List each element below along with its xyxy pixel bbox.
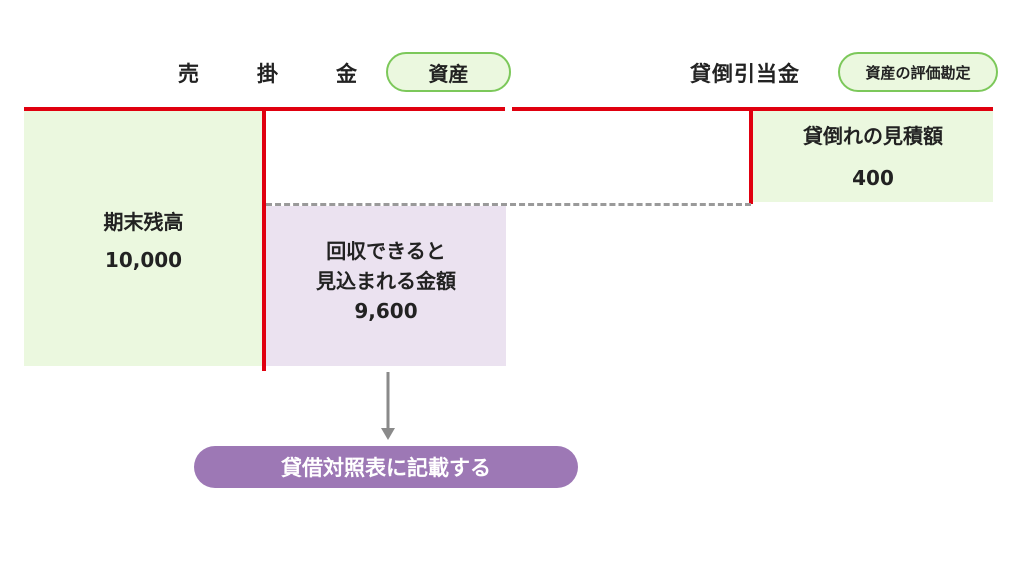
title-char: 掛 xyxy=(257,62,279,86)
ending-balance-cell: 期末残高 10,000 xyxy=(24,111,263,366)
left-account-title: 売 掛 金 xyxy=(178,58,358,88)
right-account-title: 貸倒引当金 xyxy=(690,62,800,86)
arrow-down-icon xyxy=(381,372,395,440)
bad-debt-estimate-value: 400 xyxy=(852,166,894,190)
valuation-badge: 資産の評価勘定 xyxy=(838,52,998,92)
bad-debt-estimate-cell: 貸倒れの見積額 400 xyxy=(753,111,993,202)
right-t-account-center-line xyxy=(749,109,753,204)
net-amount-cell: 回収できると 見込まれる金額 9,600 xyxy=(266,206,506,366)
left-t-account-center-line xyxy=(262,109,266,371)
asset-badge: 資産 xyxy=(386,52,511,92)
title-char: 金 xyxy=(336,62,358,86)
ending-balance-value: 10,000 xyxy=(104,248,183,272)
net-value: 9,600 xyxy=(354,299,418,323)
balance-sheet-pill: 貸借対照表に記載する xyxy=(194,446,578,488)
title-char: 売 xyxy=(178,62,200,86)
net-label-line2: 見込まれる金額 xyxy=(316,269,456,293)
net-label-line1: 回収できると xyxy=(326,239,446,263)
dashed-guide-line xyxy=(266,203,751,206)
bad-debt-estimate-label: 貸倒れの見積額 xyxy=(803,124,943,148)
ending-balance-label: 期末残高 xyxy=(103,210,184,234)
